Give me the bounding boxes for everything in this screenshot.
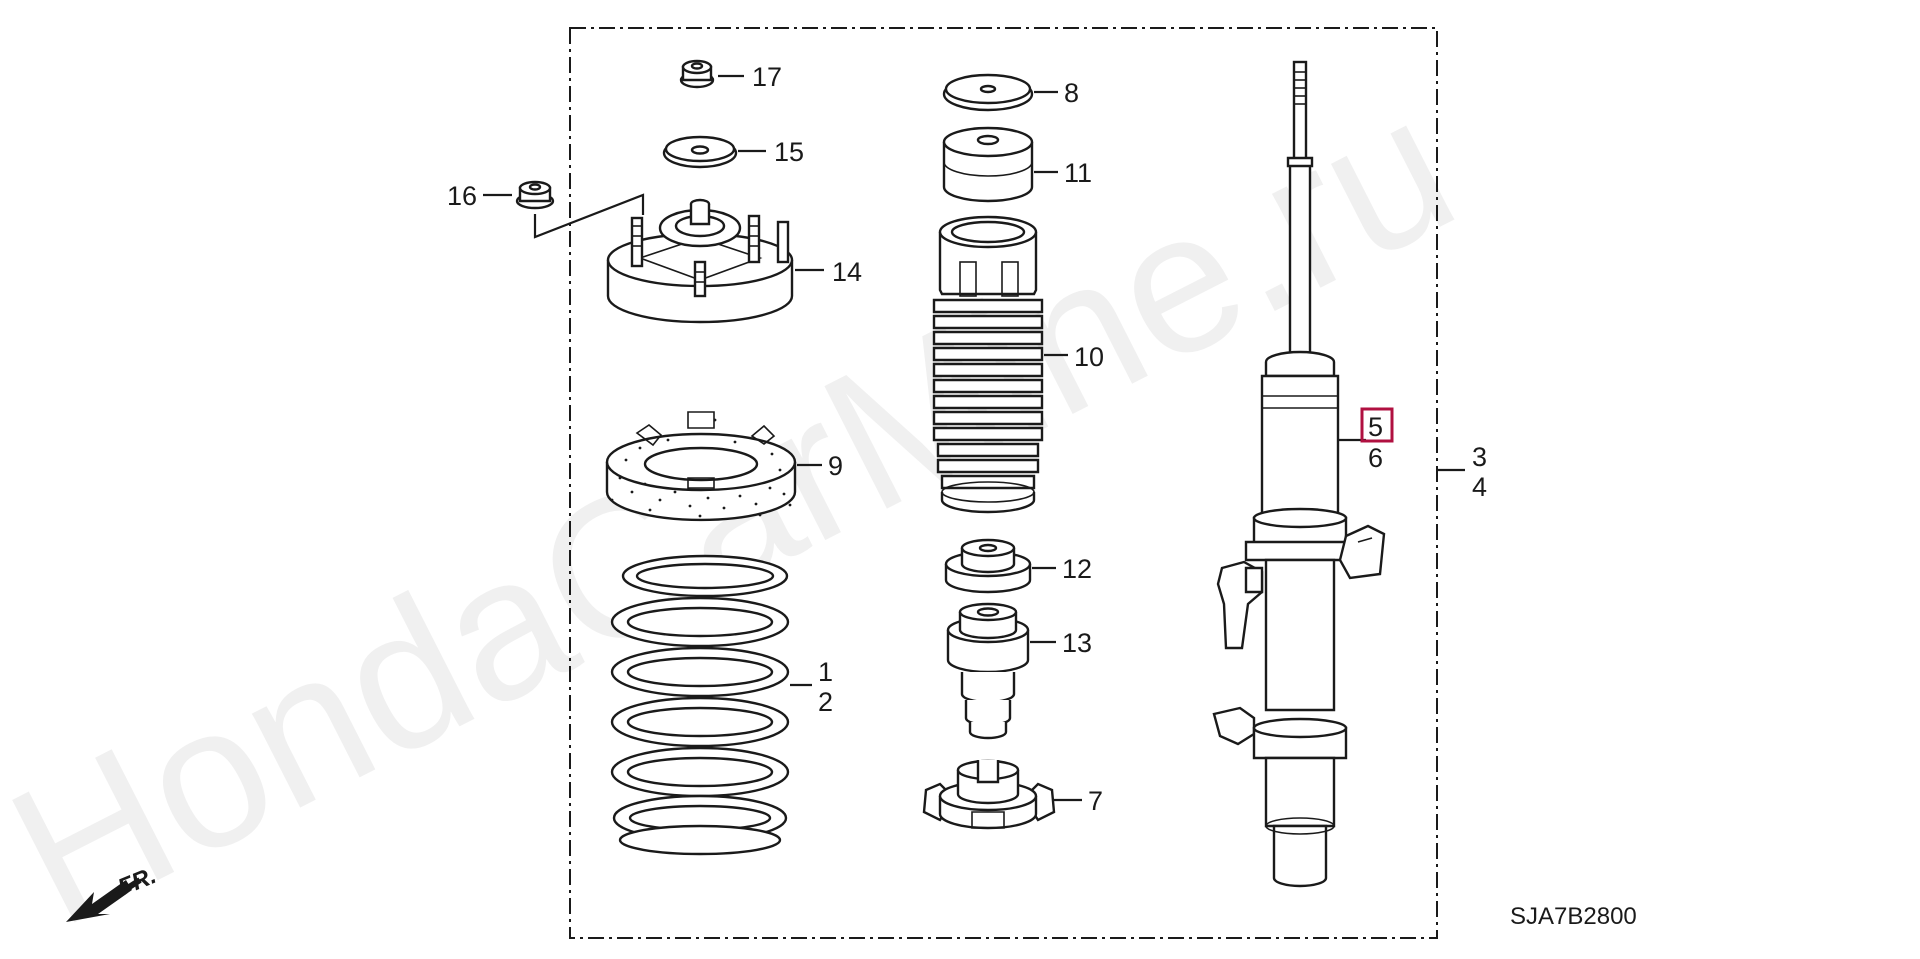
callout-6[interactable]: 6 — [1368, 443, 1383, 473]
part-14-upper-mount[interactable] — [606, 198, 794, 324]
part-10-dust-boot[interactable] — [932, 215, 1044, 514]
front-direction-arrow-icon — [66, 877, 142, 922]
highlight-box-5 — [1360, 407, 1394, 443]
callout-13[interactable]: 13 — [1062, 628, 1092, 658]
callout-14[interactable]: 14 — [832, 257, 862, 287]
part-15-washer[interactable] — [662, 135, 738, 169]
callout-2[interactable]: 2 — [818, 687, 833, 717]
callout-5[interactable]: 5 — [1368, 412, 1383, 442]
callout-11[interactable]: 11 — [1064, 158, 1092, 188]
callout-7[interactable]: 7 — [1088, 786, 1103, 816]
callout-10[interactable]: 10 — [1074, 342, 1104, 372]
callout-17[interactable]: 17 — [752, 62, 782, 92]
part-13-bump-stop[interactable] — [946, 602, 1030, 740]
part-17-flange-nut[interactable] — [679, 59, 715, 89]
part-16-flange-nut[interactable] — [515, 180, 555, 210]
callout-16[interactable]: 16 — [447, 181, 477, 211]
callout-4[interactable]: 4 — [1472, 472, 1487, 502]
callout-12[interactable]: 12 — [1062, 554, 1092, 584]
part-3-4-strut-assembly[interactable] — [1212, 60, 1386, 888]
callout-1[interactable]: 1 — [818, 657, 833, 687]
callout-9[interactable]: 9 — [828, 451, 843, 481]
part-7-lower-spring-seat[interactable] — [922, 759, 1056, 830]
callout-3[interactable]: 3 — [1472, 442, 1487, 472]
diagram-code: SJA7B2800 — [1510, 903, 1637, 930]
callout-15[interactable]: 15 — [774, 137, 804, 167]
callout-8[interactable]: 8 — [1064, 78, 1079, 108]
part-8-washer[interactable] — [942, 73, 1034, 112]
part-11-bump-cap[interactable] — [942, 126, 1034, 203]
part-1-2-coil-spring[interactable] — [610, 554, 790, 856]
part-9-spring-seat[interactable] — [605, 411, 797, 522]
diagram-frame — [569, 27, 1438, 939]
part-12-stopper-plate[interactable] — [944, 538, 1032, 594]
